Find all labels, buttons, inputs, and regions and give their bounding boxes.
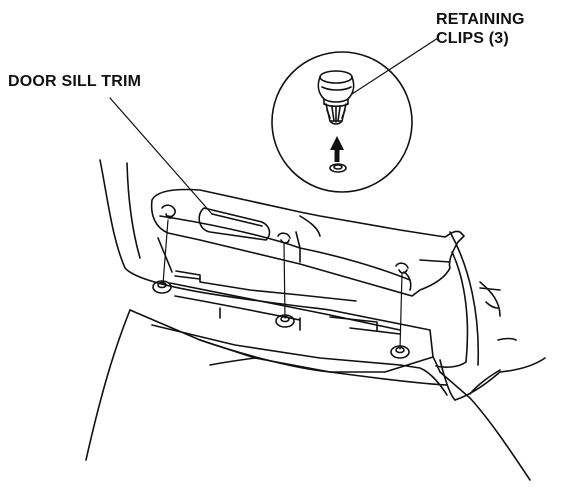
sill-floor: [157, 237, 401, 335]
leader-lines: [109, 37, 439, 215]
body-door-opening: [85, 159, 531, 481]
retaining-clips-label-line2: CLIPS (3): [436, 30, 509, 47]
alignment-lines: [162, 219, 403, 350]
retaining-clips-label-line1: RETAINING: [436, 11, 525, 28]
retaining-clip-icon: [317, 70, 355, 125]
door-sill-trim-label: DOOR SILL TRIM: [8, 73, 142, 90]
trim-clip-holes: [161, 204, 409, 274]
up-arrow-icon: [330, 136, 344, 162]
clip-detail-circle: [271, 51, 413, 193]
detail-hole: [329, 163, 347, 173]
retaining-clips-label: RETAINING CLIPS (3): [436, 10, 525, 48]
door-sill-trim-part: [150, 188, 465, 297]
body-pillar-right: [435, 231, 546, 401]
